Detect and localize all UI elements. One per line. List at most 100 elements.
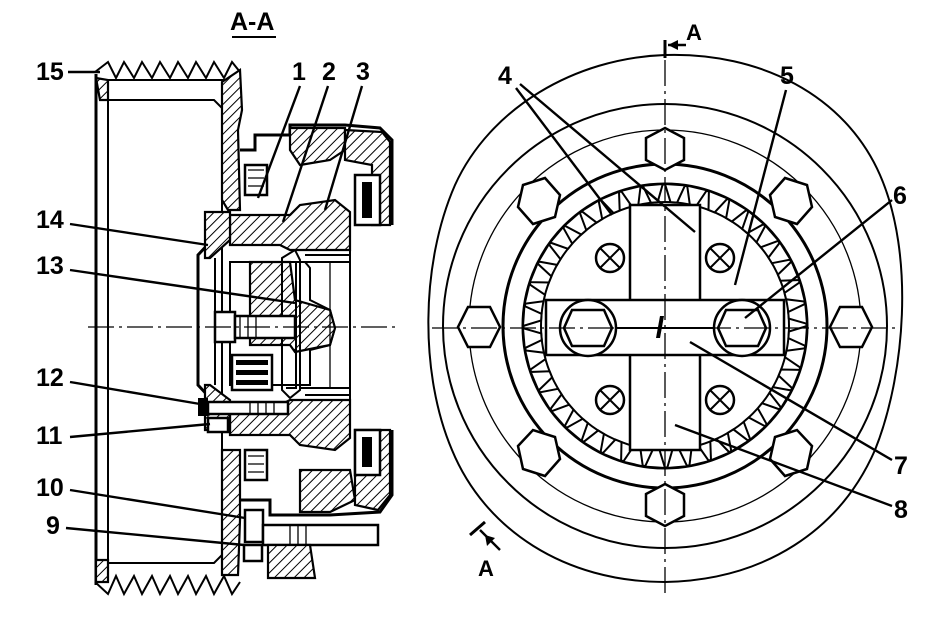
bolt-hex-right <box>828 305 874 349</box>
leader-9 <box>65 526 245 547</box>
gear-tooth <box>742 416 768 442</box>
spring-clip <box>281 248 301 400</box>
gear-tooth <box>579 198 604 224</box>
gear-tooth <box>549 403 575 429</box>
gear-tooth <box>598 190 621 215</box>
gear-tooth <box>600 438 623 463</box>
callout-15: 15 <box>36 58 64 86</box>
section-mark-top-label: A <box>686 20 702 45</box>
screw-ll-cross <box>599 389 621 411</box>
leader-8 <box>674 423 893 508</box>
bearing-bottom-ball <box>362 437 372 467</box>
callout-7: 7 <box>894 452 908 480</box>
leader-6 <box>744 199 893 319</box>
section-mark-bottom-label: A <box>478 556 494 581</box>
leader-4a <box>515 87 613 216</box>
leader-7 <box>689 340 893 462</box>
gear-tooth <box>562 210 588 236</box>
pulley-bottom-grooves <box>94 573 241 597</box>
section-mark-bottom-arrowhead <box>485 535 495 546</box>
callout-9: 9 <box>46 512 60 540</box>
bearing-top-ball <box>362 182 372 218</box>
fasteners <box>198 398 380 580</box>
callout-12: 12 <box>36 364 64 392</box>
carrier <box>213 248 350 400</box>
gear-tooth <box>663 182 687 204</box>
washer-9 <box>242 543 264 563</box>
gear-tooth <box>523 282 547 305</box>
housing-top-section <box>288 126 347 167</box>
nut-9 <box>266 543 317 580</box>
gear-tooth <box>686 184 709 208</box>
washer-11 <box>206 416 230 434</box>
bolt-9-threads <box>289 525 307 545</box>
gear-tooth <box>521 304 543 328</box>
callout-13: 13 <box>36 252 64 280</box>
gear-tooth <box>581 429 606 455</box>
gear-tooth <box>777 368 802 391</box>
callout-6: 6 <box>893 182 907 210</box>
gear-tooth <box>707 189 730 214</box>
section-mark-top-arrowhead <box>668 40 678 50</box>
flange-bolts <box>456 126 874 528</box>
ring-gear-lips <box>305 254 350 396</box>
leader-11 <box>69 422 211 439</box>
gear-tooth <box>521 326 543 350</box>
leader-4b <box>519 83 696 233</box>
screw-ul-cross <box>599 247 621 269</box>
hub-housing <box>240 123 394 517</box>
gear-tooth <box>548 225 574 250</box>
callout-11: 11 <box>36 422 63 450</box>
section-mark-bottom-line <box>469 520 486 537</box>
leader-5 <box>733 89 788 286</box>
callout-3: 3 <box>356 58 370 86</box>
pulley-web-top <box>220 68 244 212</box>
housing-top-outline <box>240 123 394 225</box>
gear-tooth <box>767 240 793 265</box>
seal-bottom <box>243 448 269 482</box>
leader-1 <box>256 85 302 199</box>
leader-12 <box>69 380 201 406</box>
bolt-hex-ul <box>516 176 562 226</box>
callout-14: 14 <box>36 206 64 234</box>
gear-tooth <box>787 302 809 326</box>
callout-10: 10 <box>36 474 64 502</box>
gear-tooth <box>665 448 689 470</box>
pulley-web-bottom <box>220 448 242 577</box>
bolt-12-threads <box>249 402 275 414</box>
gear-tooth <box>529 370 554 393</box>
gear-tooth <box>787 324 809 348</box>
seal-bottom-lines <box>248 455 264 473</box>
gear-tooth <box>755 223 781 249</box>
housing-bottom-outline <box>240 430 394 517</box>
end-cover-top <box>203 210 232 260</box>
callout-1: 1 <box>292 58 306 86</box>
gear-tooth <box>619 184 642 208</box>
screw-ur-cross <box>709 247 731 269</box>
leader-2 <box>281 85 330 223</box>
gear-tooth <box>783 280 807 303</box>
front-view: A A <box>427 20 904 595</box>
leader-13 <box>69 268 296 305</box>
bolt-hex-ur <box>768 176 814 226</box>
callouts: 15 1 2 3 14 13 12 11 10 9 4 5 <box>36 58 908 547</box>
gear-tooth <box>709 437 732 462</box>
carrier-key <box>656 316 664 338</box>
pulley-rim-top-hatch <box>94 76 110 102</box>
gear-tooth <box>641 182 665 204</box>
leader-10 <box>69 488 246 520</box>
bolt-10-head <box>243 508 265 544</box>
gear-tooth <box>537 387 563 412</box>
gear-tooth <box>724 197 749 223</box>
gear-tooth <box>564 417 589 443</box>
gear-tooth <box>536 242 562 267</box>
gear-tooth <box>776 259 801 282</box>
leader-3 <box>323 85 364 211</box>
pulley-inner-cavity <box>108 99 223 564</box>
bolt-hex-ll <box>516 428 562 478</box>
bolt-12-head <box>198 398 208 416</box>
screw-lr-cross <box>709 389 731 411</box>
gear-tooth <box>741 209 766 235</box>
housing-bottom-section <box>298 468 357 514</box>
